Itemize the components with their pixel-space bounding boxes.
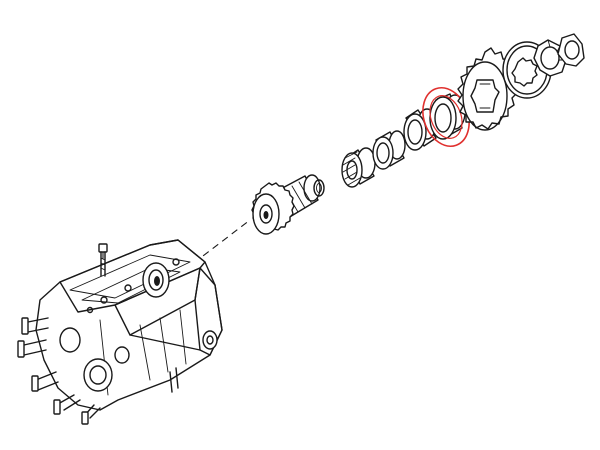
drive-sprocket[interactable] [457, 47, 518, 131]
bearing-race[interactable] [372, 130, 406, 170]
lock-washer[interactable] [557, 33, 585, 67]
circlip[interactable] [313, 179, 325, 197]
main-gear[interactable] [251, 174, 321, 235]
gearbox-housing[interactable] [17, 239, 223, 425]
housing-bolt[interactable] [98, 243, 108, 277]
sprocket-nut[interactable] [533, 39, 567, 77]
needle-bearing[interactable] [341, 147, 376, 188]
